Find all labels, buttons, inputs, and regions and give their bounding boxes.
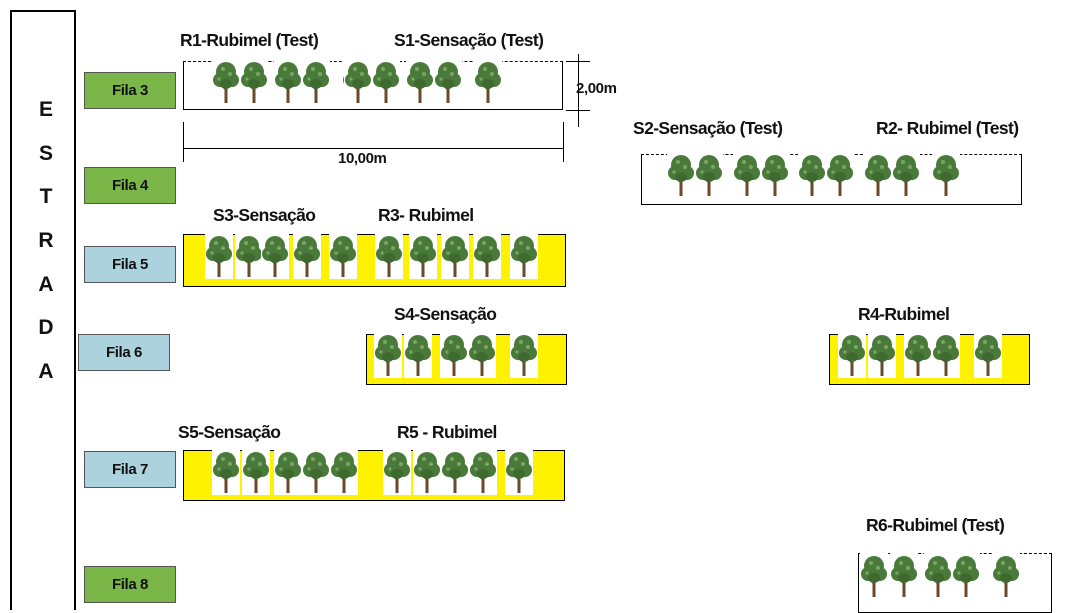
tree-icon — [240, 60, 268, 104]
row-label-fila8: Fila 8 — [84, 566, 176, 603]
tree-icon — [205, 234, 233, 278]
tree-icon — [892, 153, 920, 197]
dimension-width-label: 10,00m — [338, 150, 387, 167]
tree-icon — [302, 60, 330, 104]
tree-icon — [372, 60, 400, 104]
plot-label-r5: R5 - Rubimel — [397, 422, 497, 442]
tree-icon — [932, 333, 960, 377]
road-letter: A — [38, 360, 54, 384]
tree-icon — [826, 153, 854, 197]
tree-icon — [860, 554, 888, 598]
plot-label-s5: S5-Sensação — [178, 422, 281, 442]
tree-icon — [695, 153, 723, 197]
dimension-height-line — [578, 54, 579, 127]
tree-icon — [404, 333, 432, 377]
tree-icon — [413, 450, 441, 494]
tree-icon — [932, 153, 960, 197]
tree-icon — [469, 450, 497, 494]
tree-icon — [330, 450, 358, 494]
plot-label-s3: S3-Sensação — [213, 205, 316, 225]
tree-icon — [474, 60, 502, 104]
road-letter: A — [38, 272, 54, 296]
plot-label-r3: R3- Rubimel — [378, 205, 474, 225]
tree-icon — [473, 234, 501, 278]
plot-label-r6: R6-Rubimel (Test) — [866, 515, 1005, 535]
plot-label-s4: S4-Sensação — [394, 304, 497, 324]
tree-icon — [510, 333, 538, 377]
tree-icon — [406, 60, 434, 104]
tree-icon — [904, 333, 932, 377]
dimension-height-tick-top — [566, 61, 590, 62]
tree-icon — [274, 450, 302, 494]
tree-icon — [261, 234, 289, 278]
tree-icon — [434, 60, 462, 104]
tree-icon — [890, 554, 918, 598]
tree-icon — [212, 60, 240, 104]
tree-icon — [667, 153, 695, 197]
tree-icon — [505, 450, 533, 494]
tree-icon — [733, 153, 761, 197]
road-label: E S T R A D A — [20, 88, 72, 394]
plot-label-s2: S2-Sensação (Test) — [633, 118, 783, 138]
tree-icon — [440, 333, 468, 377]
row-label-fila4: Fila 4 — [84, 167, 176, 204]
tree-icon — [510, 234, 538, 278]
tree-icon — [374, 333, 402, 377]
road-letter: T — [39, 185, 53, 209]
tree-icon — [302, 450, 330, 494]
tree-icon — [761, 153, 789, 197]
row-label-fila3: Fila 3 — [84, 72, 176, 109]
plot-label-r4: R4-Rubimel — [858, 304, 950, 324]
row-label-fila7: Fila 7 — [84, 451, 176, 488]
tree-icon — [864, 153, 892, 197]
tree-icon — [798, 153, 826, 197]
tree-icon — [952, 554, 980, 598]
plot-label-s1: S1-Sensação (Test) — [394, 30, 544, 50]
tree-icon — [838, 333, 866, 377]
tree-icon — [344, 60, 372, 104]
tree-icon — [235, 234, 263, 278]
tree-icon — [329, 234, 357, 278]
row-label-fila6: Fila 6 — [78, 334, 170, 371]
plot-label-r2: R2- Rubimel (Test) — [876, 118, 1019, 138]
tree-icon — [274, 60, 302, 104]
tree-icon — [468, 333, 496, 377]
tree-icon — [212, 450, 240, 494]
tree-icon — [293, 234, 321, 278]
tree-icon — [383, 450, 411, 494]
tree-icon — [992, 554, 1020, 598]
road-letter: D — [38, 316, 54, 340]
plot-label-r1: R1-Rubimel (Test) — [180, 30, 319, 50]
road-estrada: E S T R A D A — [10, 10, 76, 610]
tree-icon — [924, 554, 952, 598]
road-letter: R — [38, 229, 54, 253]
dimension-tick-right — [563, 122, 564, 162]
tree-icon — [974, 333, 1002, 377]
row-label-fila5: Fila 5 — [84, 246, 176, 283]
road-letter: S — [38, 141, 53, 165]
road-letter: E — [38, 98, 53, 121]
dimension-height-label: 2,00m — [576, 80, 617, 97]
tree-icon — [409, 234, 437, 278]
tree-icon — [441, 234, 469, 278]
tree-icon — [441, 450, 469, 494]
tree-icon — [375, 234, 403, 278]
dimension-height-tick-bottom — [566, 110, 590, 111]
tree-icon — [242, 450, 270, 494]
tree-icon — [868, 333, 896, 377]
dimension-width-line — [183, 148, 563, 149]
dimension-tick-left — [183, 122, 184, 162]
